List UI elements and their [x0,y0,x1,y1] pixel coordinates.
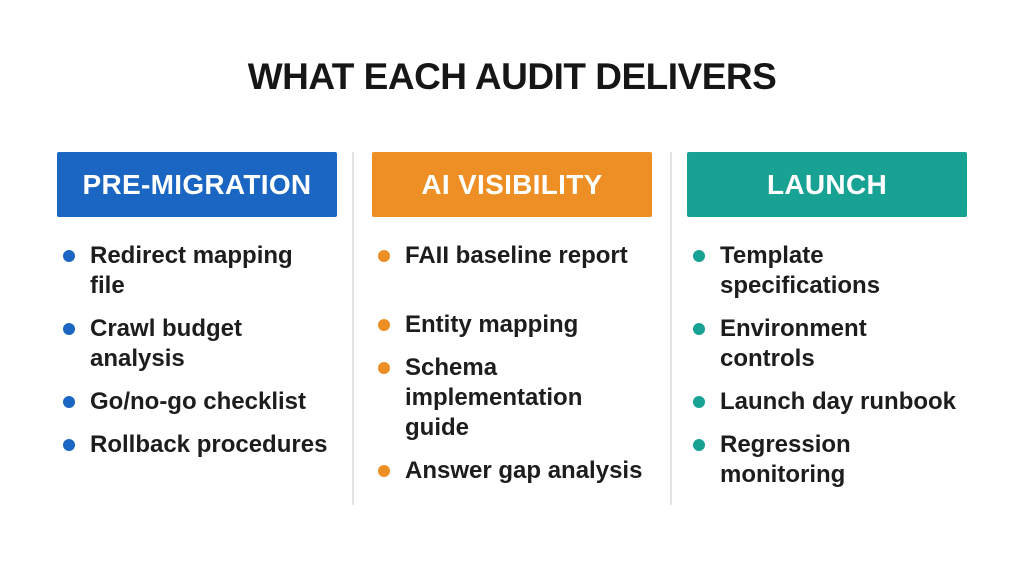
ai-visibility-list: FAII baseline report Entity mapping Sche… [372,241,652,486]
column-divider [352,152,354,505]
list-item: Launch day runbook [687,387,967,417]
list-item: Redirect mapping file [57,241,337,301]
launch-list: Template specifications Environment cont… [687,241,967,490]
list-item-label: Rollback procedures [90,431,328,458]
bullet-dot [63,323,75,335]
list-item: Entity mapping [372,310,652,340]
bullet-dot [378,319,390,331]
bullet-dot [693,396,705,408]
column-divider [670,152,672,505]
list-item: Crawl budget analysis [57,314,337,374]
list-item: Answer gap analysis [372,456,652,486]
bullet-dot [63,250,75,262]
bullet-dot [693,439,705,451]
list-item: Environment controls [687,314,967,374]
list-item: Rollback procedures [57,430,337,460]
bullet-dot [378,362,390,374]
bullet-dot [378,465,390,477]
list-item-label: Regression monitoring [720,431,851,488]
bullet-dot [693,250,705,262]
list-item-label: Redirect mapping file [90,242,293,299]
list-item-label: Schema implementation guide [405,354,583,441]
column-header-pre-migration: PRE-MIGRATION [57,152,337,217]
column-header-launch: LAUNCH [687,152,967,217]
list-item-label: FAII baseline report [405,242,628,269]
list-item-label: Crawl budget analysis [90,315,243,372]
bullet-dot [63,439,75,451]
page-title: WHAT EACH AUDIT DELIVERS [247,56,777,97]
list-item: Go/no-go checklist [57,387,337,417]
bullet-dot [378,250,390,262]
bullet-dot [63,396,75,408]
list-item: FAII baseline report [372,241,652,271]
list-item-label: Go/no-go checklist [90,388,307,415]
list-item-label: Launch day runbook [720,388,957,415]
column-pre-migration: PRE-MIGRATION Redirect mapping file Craw… [57,152,337,473]
pre-migration-list: Redirect mapping file Crawl budget analy… [57,241,337,460]
column-ai-visibility: AI VISIBILITY FAII baseline report Entit… [372,152,652,499]
list-item-label: Entity mapping [405,311,579,338]
column-launch: LAUNCH Template specifications Environme… [687,152,967,503]
list-item: Regression monitoring [687,430,967,490]
list-item-label: Environment controls [720,315,867,372]
bullet-dot [693,323,705,335]
column-header-ai-visibility: AI VISIBILITY [372,152,652,217]
list-item-label: Template specifications [720,242,881,299]
list-item-label: Answer gap analysis [405,457,643,484]
list-item: Schema implementation guide [372,353,652,443]
list-item: Template specifications [687,241,967,301]
